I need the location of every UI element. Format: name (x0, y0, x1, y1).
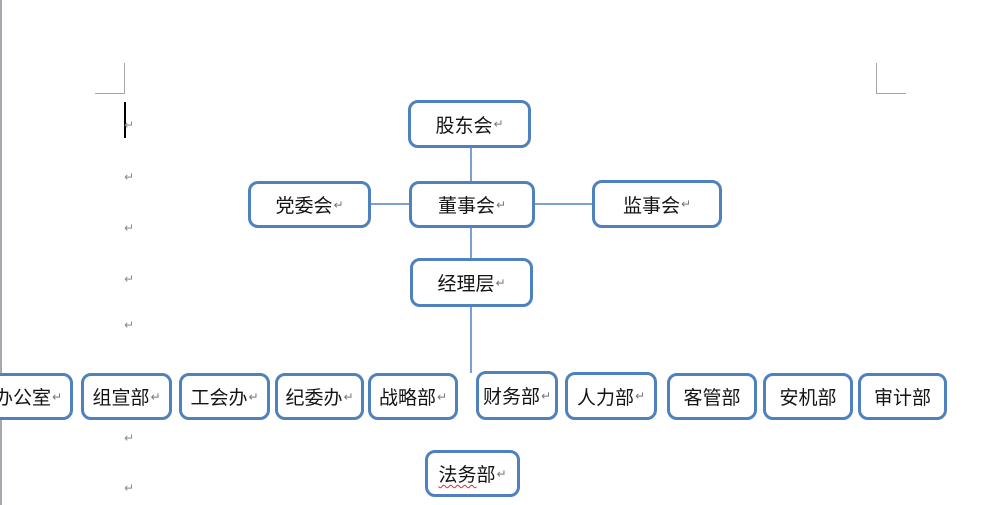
page-left-edge (0, 0, 2, 505)
org-node-label: 股东会 (435, 114, 493, 137)
org-node-strategy-dept[interactable]: 战略部↵ (368, 373, 458, 420)
paragraph-mark: ↵ (333, 197, 344, 212)
org-node-label: 财务部 (482, 386, 540, 408)
margin-mark-top-left (95, 63, 125, 94)
org-node-general-office[interactable]: 办公室↵ (0, 373, 73, 420)
paragraph-mark: ↵ (124, 221, 135, 235)
paragraph-mark: ↵ (343, 389, 354, 404)
org-node-party-committee[interactable]: 党委会↵ (248, 181, 371, 228)
paragraph-mark: ↵ (150, 389, 161, 404)
paragraph-mark: ↵ (124, 318, 135, 332)
org-node-label: 董事会 (437, 195, 495, 217)
paragraph-mark: ↵ (436, 389, 448, 404)
paragraph-mark: ↵ (634, 389, 646, 403)
org-node-union-office[interactable]: 工会办↵ (179, 373, 270, 420)
margin-mark-top-right (876, 63, 906, 94)
paragraph-mark: ↵ (248, 389, 259, 404)
org-node-label: 人力部 (576, 386, 634, 409)
paragraph-mark: ↵ (495, 197, 507, 212)
org-node-label: 监事会 (622, 194, 680, 217)
paragraph-mark: ↵ (124, 481, 135, 495)
paragraph-mark: ↵ (540, 388, 552, 403)
misspelled-text: 法务 (438, 464, 477, 486)
paragraph-mark: ↵ (493, 117, 504, 131)
org-node-label: 客管部 (683, 387, 741, 409)
paragraph-mark: ↵ (496, 466, 507, 481)
org-node-label: 部 (476, 464, 496, 486)
connector-board-management (470, 228, 472, 258)
org-node-management-level[interactable]: 经理层↵ (410, 258, 533, 307)
paragraph-mark: ↵ (495, 275, 506, 290)
org-node-legal-dept[interactable]: 法务部↵ (425, 450, 520, 497)
org-node-label: 经理层 (437, 273, 495, 295)
org-node-discipline-office[interactable]: 纪委办↵ (275, 373, 364, 420)
org-node-finance-dept[interactable]: 财务部↵ (476, 371, 558, 420)
org-node-label: 办公室 (0, 387, 51, 409)
paragraph-mark: ↵ (124, 431, 135, 445)
org-node-label: 组宣部 (92, 387, 150, 409)
org-node-label: 战略部 (378, 387, 436, 409)
text-cursor (124, 102, 126, 138)
org-node-label: 党委会 (275, 195, 333, 217)
org-node-label: 纪委办 (285, 387, 343, 409)
org-node-label: 工会办 (190, 387, 248, 409)
connector-board-supervisory (535, 203, 592, 205)
org-node-audit-dept[interactable]: 审计部 (858, 373, 947, 420)
connector-party-board (371, 203, 409, 205)
org-node-hr-dept[interactable]: 人力部↵ (565, 372, 657, 420)
org-node-shareholders[interactable]: 股东会↵ (408, 100, 531, 148)
org-node-org-publicity-dept[interactable]: 组宣部↵ (81, 373, 172, 420)
paragraph-mark: ↵ (124, 272, 135, 286)
connector-management-departments (470, 307, 472, 373)
paragraph-mark: ↵ (51, 389, 63, 404)
org-node-label: 安机部 (779, 387, 837, 409)
paragraph-mark: ↵ (124, 170, 135, 184)
org-node-label: 审计部 (873, 387, 931, 409)
paragraph-mark: ↵ (124, 118, 135, 132)
paragraph-mark: ↵ (680, 197, 692, 211)
org-node-supervisory-board[interactable]: 监事会↵ (592, 180, 722, 228)
org-node-customer-mgmt-dept[interactable]: 客管部 (667, 373, 757, 420)
connector-shareholders-board (470, 148, 472, 181)
org-node-board-of-directors[interactable]: 董事会↵ (409, 181, 535, 228)
org-node-safety-machinery-dept[interactable]: 安机部 (763, 373, 853, 420)
